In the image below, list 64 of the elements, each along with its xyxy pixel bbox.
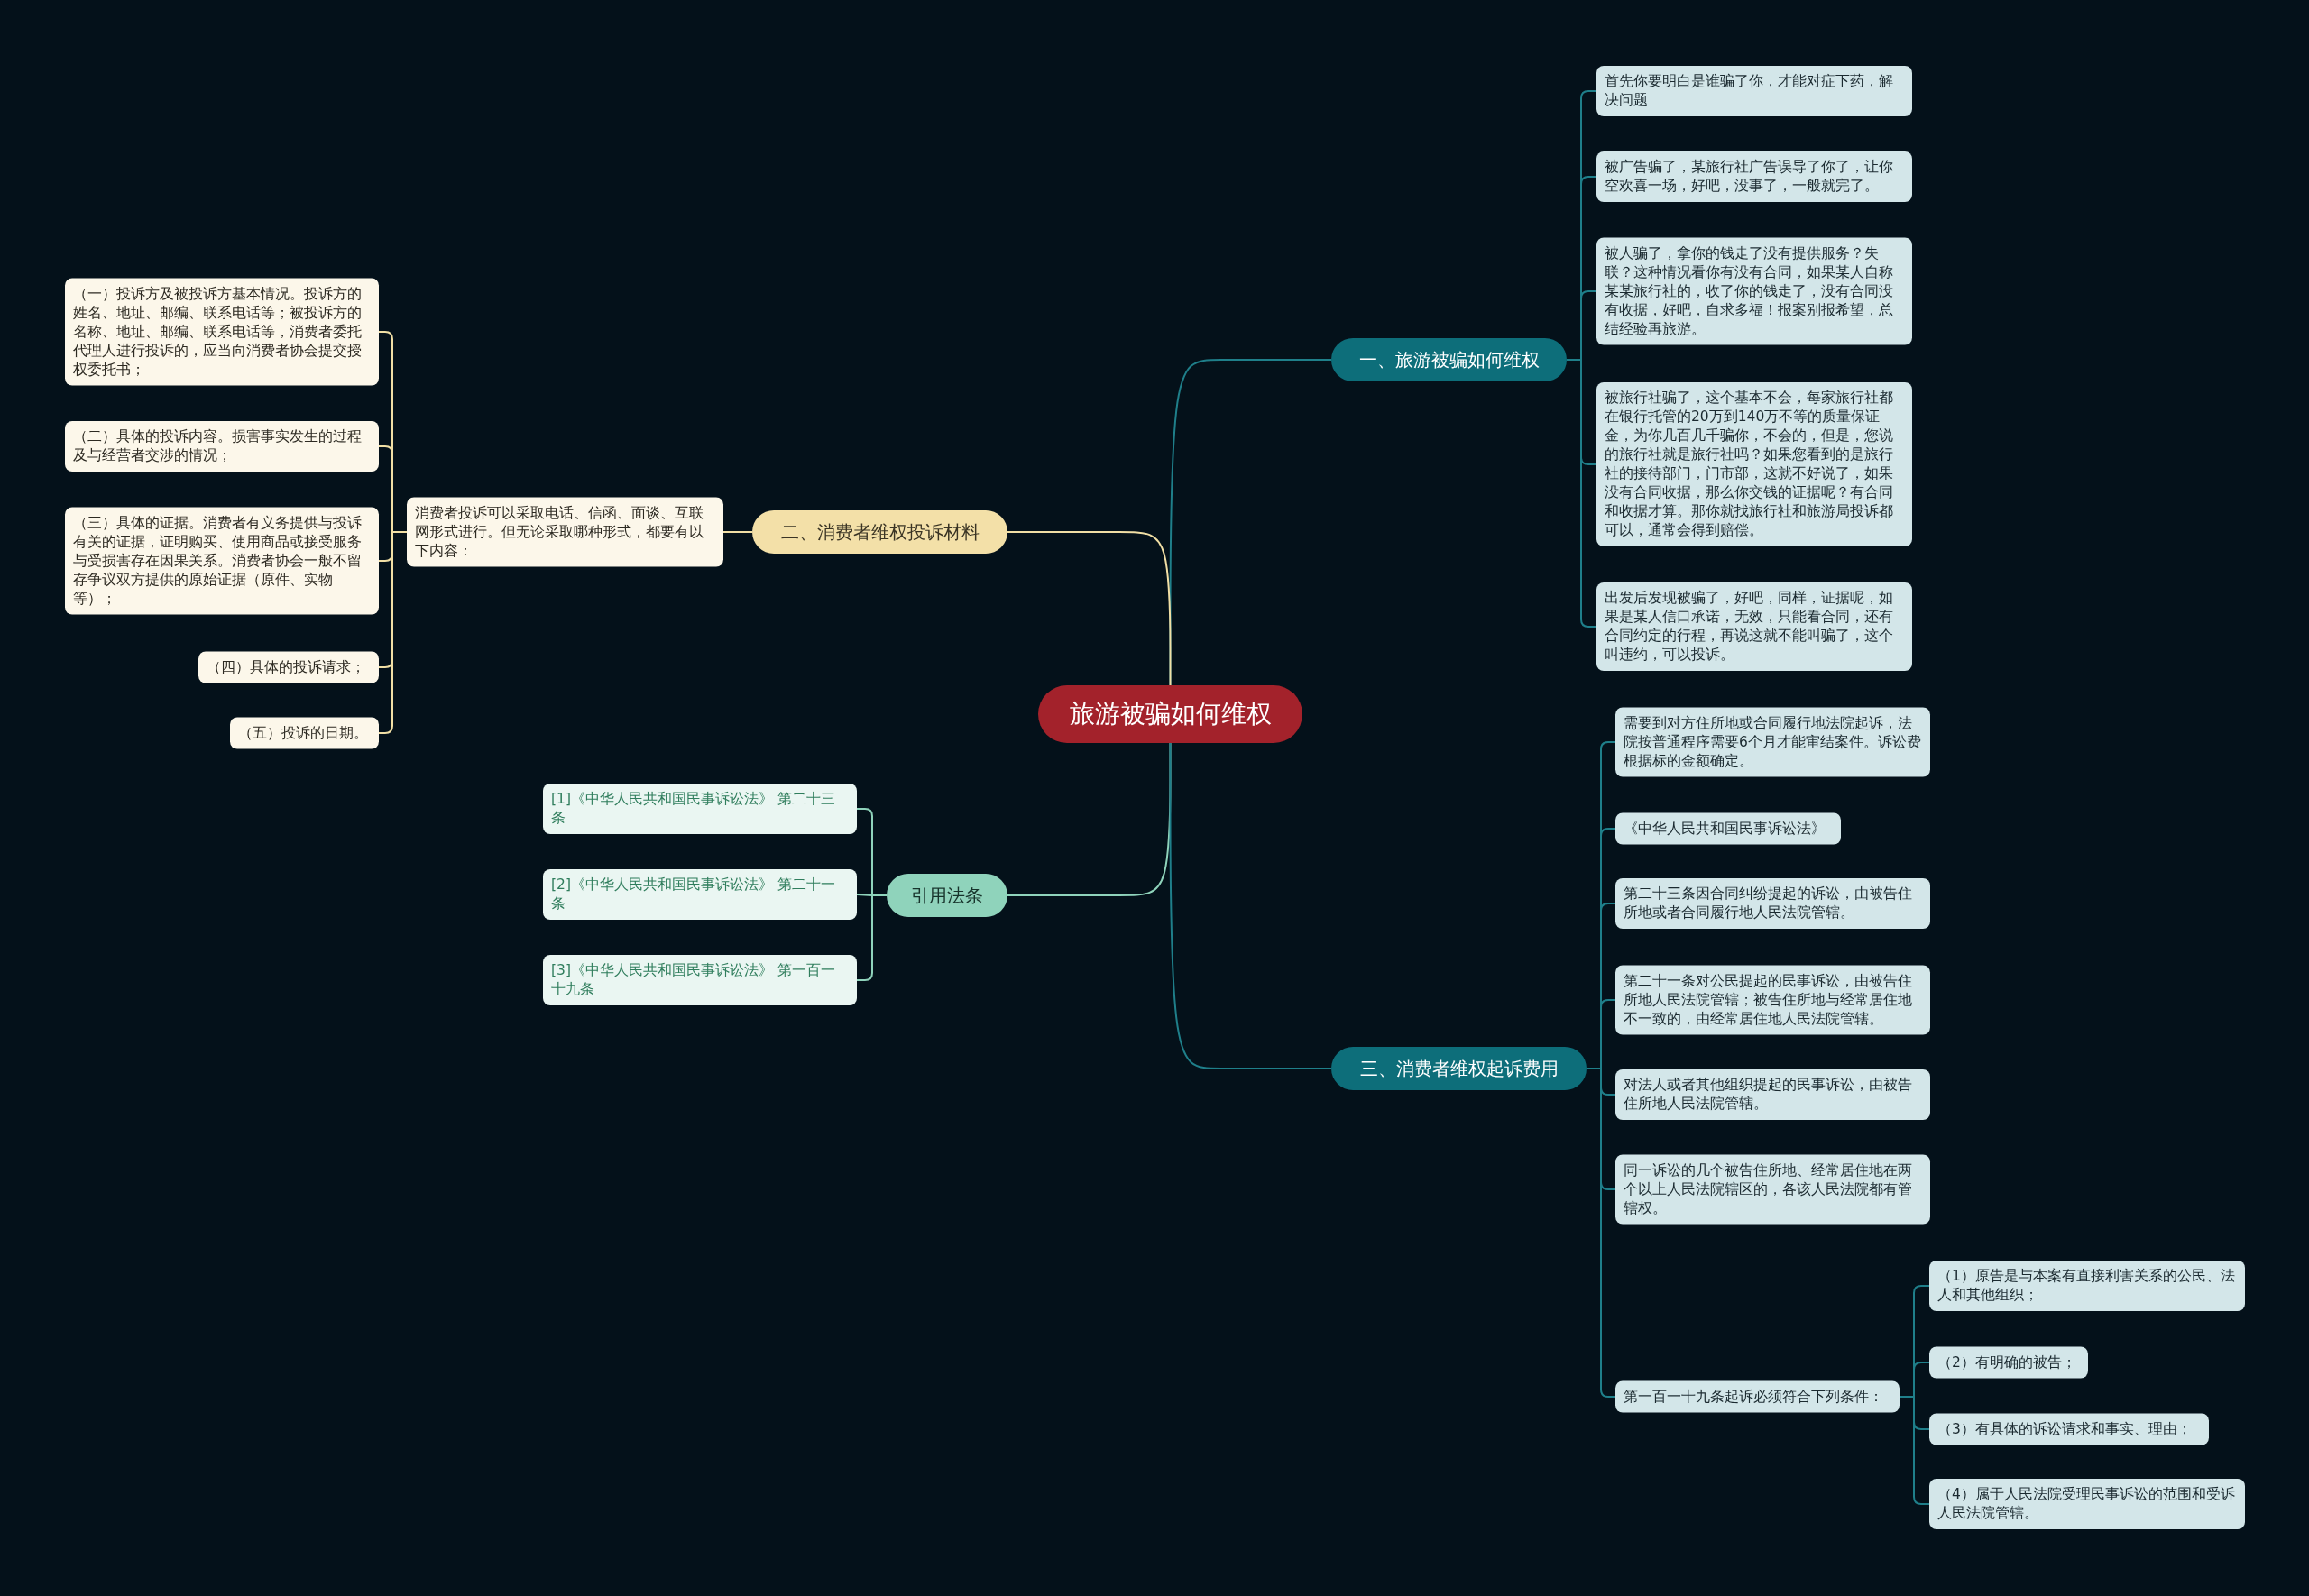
citation-card (543, 869, 857, 920)
node-text: 被人骗了，拿你的钱走了没有提供服务？失联？这种情况看你有没有合同，如果某人自称某某旅行社的，收了你的钱走了，没有合同没有收据，好吧，自求多福！报案别报希望，总结经验再旅游。 (1605, 243, 1894, 339)
node-text: 一、旅游被骗如何维权 (1357, 348, 1541, 371)
note-card (198, 651, 379, 683)
node-text: 旅游被骗如何维权 (1068, 698, 1273, 730)
note-card (65, 507, 379, 615)
node-text: 对法人或者其他组织提起的民事诉讼，由被告住所地人民法院管辖。 (1624, 1076, 1913, 1114)
note-card (1596, 582, 1912, 671)
node-text: （五）投诉的日期。 (238, 723, 369, 743)
note-card (407, 497, 723, 567)
citation-card (543, 784, 857, 834)
connector-line (1169, 742, 1332, 1069)
node-text: （三）具体的证据。消费者有义务提供与投诉有关的证据，证明购买、使用商品或接受服务与受损害存在因果关系。消费者协会一般不留存争议双方提供的原始证据（原件、实物等）； (73, 513, 363, 609)
node-text: （4）属于人民法院受理民事诉讼的范围和受诉人民法院管辖。 (1937, 1485, 2236, 1523)
note-card (65, 278, 379, 386)
node-text: 第二十一条对公民提起的民事诉讼，由被告住所地人民法院管辖；被告住所地与经常居住地不一致的，由经常居住地人民法院管辖。 (1624, 971, 1913, 1029)
node-text: 消费者投诉可以采取电话、信函、面谈、互联网形式进行。但无论采取哪种形式，都要有以下内容： (415, 503, 704, 561)
node-text: 第二十三条因合同纠纷提起的诉讼，由被告住所地或者合同履行地人民法院管辖。 (1624, 885, 1913, 922)
node-text: [2]《中华人民共和国民事诉讼法》 第二十一条 (551, 876, 836, 913)
node-text: 需要到对方住所地或合同履行地法院起诉，法院按普通程序需要6个月才能审结案件。诉讼费根据标的金额确定。 (1624, 713, 1922, 771)
branch-topic (887, 874, 1007, 917)
node-text: （一）投诉方及被投诉方基本情况。投诉方的姓名、地址、邮编、联系电话等；被投诉方的名称、地址、邮编、联系电话等，消费者委托代理人进行投诉的，应当向消费者协会提交授权委托书； (73, 284, 363, 380)
branch-topic (752, 510, 1007, 554)
connector-line (378, 531, 408, 734)
node-text: 引用法条 (910, 884, 984, 907)
note-card (1615, 965, 1930, 1035)
node-text: 被旅行社骗了，这个基本不会，每家旅行社都在银行托管的20万到140万不等的质量保证金，为你几百几千骗你，不会的，但是，您说的旅行社就是旅行社吗？如果您看到的是旅行社的接待部门，门市部，这就不好说了，如果没有合同收据，那么你交钱的证据呢？有合同和收据才算。那你就找旅行社和旅游局投诉都可以，通常会得到赔偿。 (1605, 389, 1894, 540)
node-text: 三、消费者维权起诉费用 (1358, 1057, 1559, 1080)
note-card (1596, 66, 1912, 116)
node-text: 二、消费者维权投诉材料 (779, 520, 980, 544)
note-card (1929, 1346, 2088, 1379)
note-card (1596, 151, 1912, 202)
citation-card (543, 955, 857, 1005)
node-text: [1]《中华人民共和国民事诉讼法》 第二十三条 (551, 790, 836, 828)
branch-topic (1331, 338, 1567, 381)
note-card (230, 717, 379, 749)
node-text: （2）有明确的被告； (1937, 1353, 2077, 1372)
node-text: 被广告骗了，某旅行社广告误导了你了，让你空欢喜一场，好吧，没事了，一般就完了。 (1605, 158, 1894, 196)
note-card (1929, 1479, 2245, 1529)
node-text: [3]《中华人民共和国民事诉讼法》 第一百一十九条 (551, 961, 836, 999)
node-text: 第一百一十九条起诉必须符合下列条件： (1624, 1387, 1884, 1407)
node-text: （3）有具体的诉讼请求和事实、理由； (1937, 1419, 2193, 1439)
note-card (1615, 812, 1841, 845)
node-text: 首先你要明白是谁骗了你，才能对症下药，解决问题 (1605, 72, 1894, 110)
connector-line (722, 531, 753, 533)
branch-topic (1331, 1047, 1587, 1090)
note-card (65, 421, 379, 472)
note-card (1596, 382, 1912, 546)
note-card (1615, 1069, 1930, 1120)
node-text: 《中华人民共和国民事诉讼法》 (1624, 819, 1826, 839)
note-card (1615, 707, 1930, 777)
node-text: （四）具体的投诉请求； (207, 657, 366, 677)
node-text: 同一诉讼的几个被告住所地、经常居住地在两个以上人民法院辖区的，各该人民法院都有管辖权。 (1624, 1160, 1913, 1218)
note-card (1615, 1154, 1930, 1225)
note-card (1929, 1261, 2245, 1311)
node-text: （二）具体的投诉内容。损害事实发生的过程及与经营者交涉的情况； (73, 427, 363, 465)
note-card (1615, 878, 1930, 929)
connector-line (1007, 531, 1172, 686)
node-text: 出发后发现被骗了，好吧，同样，证据呢，如果是某人信口承诺，无效，只能看合同，还有合同约定的行程，再说这就不能叫骗了，这个叫违约，可以投诉。 (1605, 589, 1894, 665)
connector-line (1566, 359, 1597, 628)
note-card (1929, 1413, 2209, 1445)
node-text: （1）原告是与本案有直接利害关系的公民、法人和其他组织； (1937, 1267, 2236, 1305)
note-card (1596, 237, 1912, 345)
note-card (1615, 1380, 1900, 1413)
